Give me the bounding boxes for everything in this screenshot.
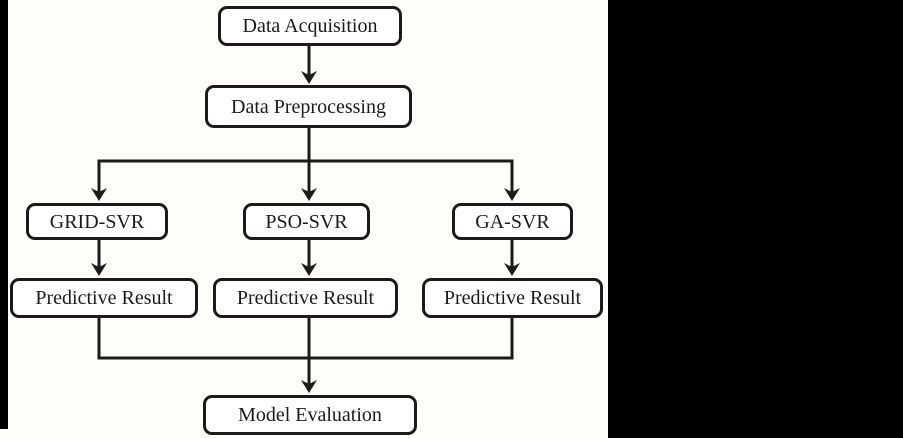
- arrowhead-ga: [504, 188, 520, 201]
- node-predictive-result-right: Predictive Result: [422, 278, 603, 318]
- edge-merge-rail: [97, 317, 514, 360]
- right-matte-bar: [608, 0, 903, 438]
- arrowhead-grid: [91, 188, 107, 201]
- arrowhead-predictive-left: [91, 263, 107, 276]
- arrowhead-predictive-right: [504, 263, 520, 276]
- node-pso-svr: PSO-SVR: [243, 203, 370, 240]
- node-model-evaluation-label: Model Evaluation: [238, 404, 382, 426]
- node-predictive-result-center: Predictive Result: [213, 278, 398, 318]
- arrowhead-predictive-center: [301, 263, 317, 276]
- node-predictive-result-right-label: Predictive Result: [443, 287, 582, 309]
- left-matte-bar: [0, 0, 8, 429]
- node-model-evaluation: Model Evaluation: [203, 395, 417, 435]
- arrowhead-evaluation: [301, 380, 317, 393]
- node-predictive-result-center-label: Predictive Result: [236, 287, 375, 309]
- node-data-preprocessing-label: Data Preprocessing: [231, 95, 386, 118]
- node-data-acquisition-label: Data Acquisition: [242, 15, 378, 37]
- node-predictive-result-left-label: Predictive Result: [35, 287, 173, 309]
- node-data-acquisition: Data Acquisition: [218, 6, 402, 46]
- node-data-preprocessing: Data Preprocessing: [205, 85, 412, 128]
- arrowhead-preprocessing: [301, 71, 317, 84]
- node-grid-svr: GRID-SVR: [26, 203, 168, 240]
- node-predictive-result-left: Predictive Result: [10, 278, 198, 318]
- node-ga-svr-label: GA-SVR: [475, 210, 550, 233]
- node-pso-svr-label: PSO-SVR: [265, 210, 348, 233]
- node-grid-svr-label: GRID-SVR: [49, 210, 145, 233]
- arrowhead-pso: [301, 188, 317, 201]
- edge-branch-rail: [97, 159, 514, 193]
- node-ga-svr: GA-SVR: [452, 203, 573, 240]
